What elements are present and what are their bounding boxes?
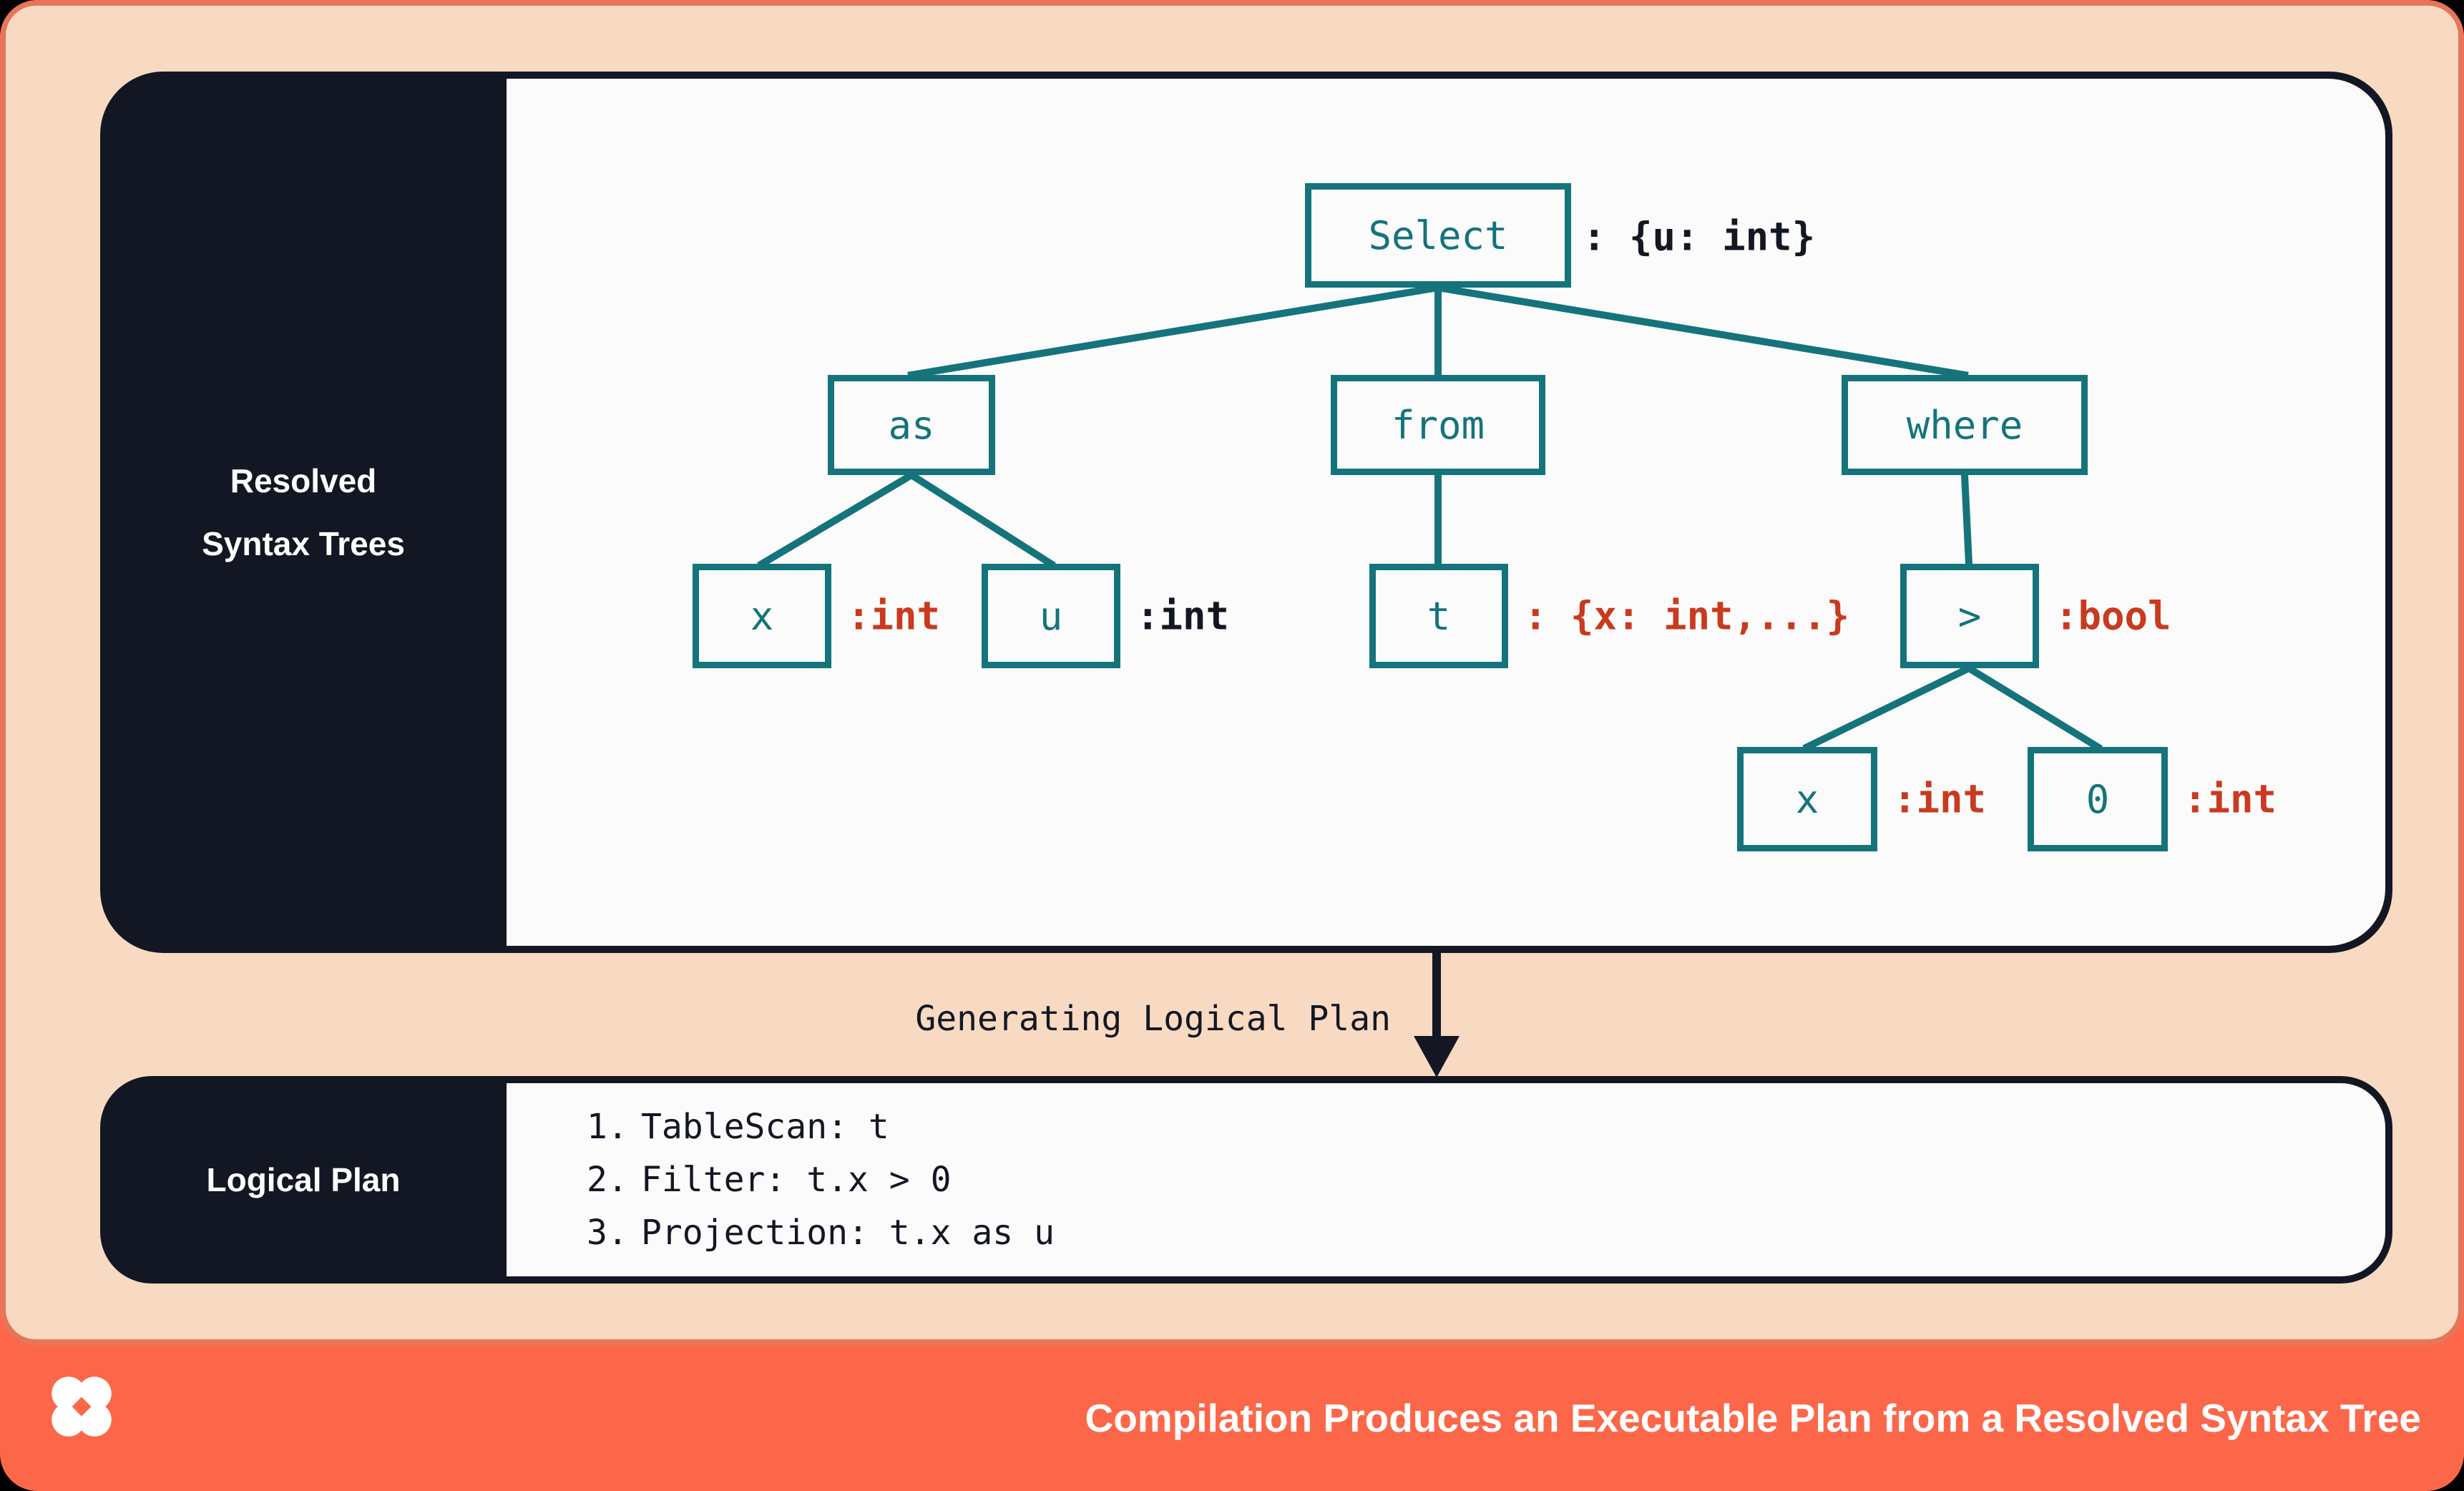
type-annotation-x-alias: :int bbox=[847, 593, 941, 639]
sidebar-label-line2: Syntax Trees bbox=[202, 525, 405, 562]
tree-node-t: t bbox=[1369, 564, 1508, 668]
bottom-panel-sidebar: Logical Plan bbox=[100, 1076, 507, 1284]
type-annotation-greater-than: :bool bbox=[2055, 593, 2171, 639]
logical-plan-content-area bbox=[507, 1083, 2385, 1276]
step-number: 3. bbox=[587, 1213, 628, 1253]
tree-node-zero: 0 bbox=[2028, 747, 2168, 851]
node-label: as bbox=[888, 402, 935, 448]
type-annotation-u: :int bbox=[1136, 593, 1230, 639]
node-label: 0 bbox=[2086, 776, 2110, 822]
step-text: TableScan: t bbox=[641, 1107, 889, 1147]
footer-bar: Compilation Produces an Executable Plan … bbox=[0, 1345, 2464, 1491]
node-label: Select bbox=[1368, 212, 1508, 258]
logical-plan-panel: Logical Plan bbox=[100, 1076, 2392, 1284]
tree-node-x-cond: x bbox=[1737, 747, 1877, 851]
list-item: 1. TableScan: t bbox=[587, 1107, 1055, 1147]
type-annotation-t: : {x: int,...} bbox=[1524, 593, 1850, 639]
footer-title: Compilation Produces an Executable Plan … bbox=[1085, 1396, 2421, 1440]
step-number: 1. bbox=[587, 1107, 628, 1147]
type-annotation-x-cond: :int bbox=[1893, 776, 1987, 822]
type-annotation-zero: :int bbox=[2184, 776, 2277, 822]
pinwheel-x-logo-icon bbox=[52, 1377, 112, 1437]
node-label: x bbox=[750, 593, 774, 639]
tree-node-where: where bbox=[1842, 375, 2088, 475]
node-label: t bbox=[1427, 593, 1451, 639]
step-text: Projection: t.x as u bbox=[641, 1213, 1055, 1253]
top-panel-sidebar: Resolved Syntax Trees bbox=[100, 72, 507, 953]
sidebar-label: Logical Plan bbox=[206, 1161, 401, 1198]
node-label: x bbox=[1795, 776, 1819, 822]
transition-label: Generating Logical Plan bbox=[915, 999, 1391, 1039]
tree-node-as: as bbox=[828, 375, 995, 475]
step-text: Filter: t.x > 0 bbox=[641, 1160, 952, 1200]
node-label: from bbox=[1391, 402, 1485, 448]
tree-node-from: from bbox=[1331, 375, 1545, 475]
step-number: 2. bbox=[587, 1160, 628, 1200]
logical-plan-steps: 1. TableScan: t 2. Filter: t.x > 0 3. Pr… bbox=[587, 1083, 1055, 1276]
list-item: 3. Projection: t.x as u bbox=[587, 1213, 1055, 1253]
node-label: u bbox=[1039, 593, 1063, 639]
sidebar-label-line1: Resolved bbox=[230, 462, 377, 499]
tree-node-u: u bbox=[982, 564, 1120, 668]
tree-node-greater-than: > bbox=[1900, 564, 2039, 668]
node-label: > bbox=[1957, 593, 1982, 639]
list-item: 2. Filter: t.x > 0 bbox=[587, 1160, 1055, 1200]
tree-node-x-alias: x bbox=[693, 564, 831, 668]
tree-node-select: Select bbox=[1305, 183, 1571, 288]
node-label: where bbox=[1906, 402, 2023, 448]
type-annotation-select: : {u: int} bbox=[1583, 214, 1816, 260]
